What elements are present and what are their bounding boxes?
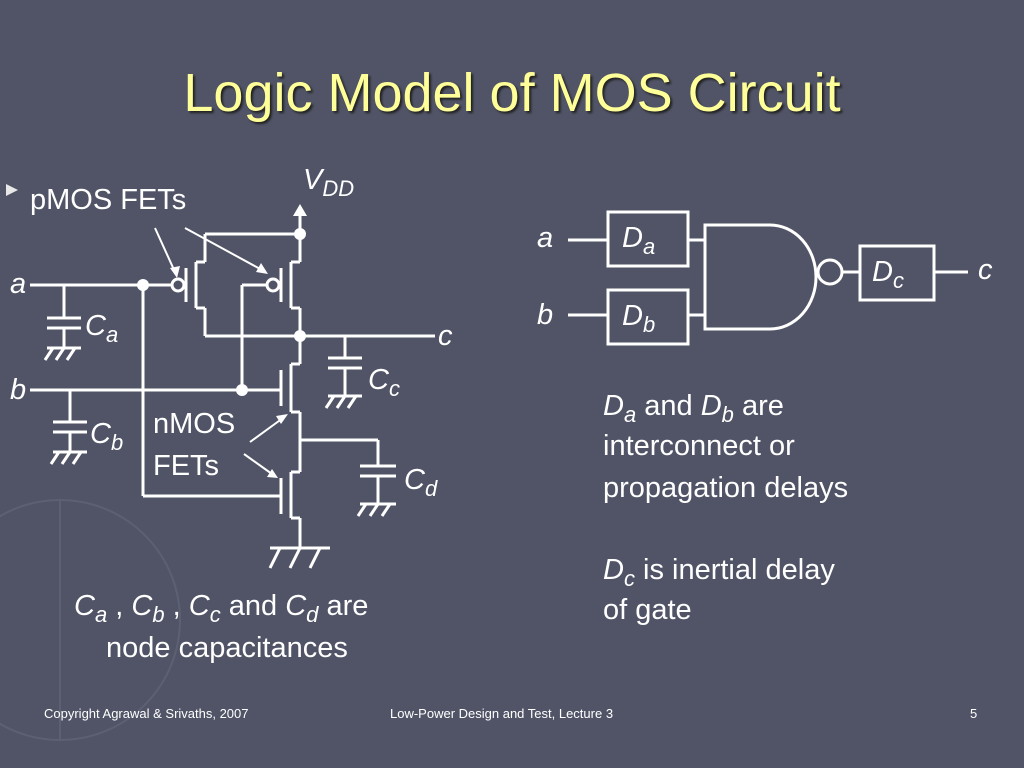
pmos-label: pMOS FETs — [30, 184, 187, 216]
nand-gate-bubble — [816, 258, 844, 286]
gate-delay-model — [568, 210, 968, 346]
cap-c-label: Cc — [368, 364, 400, 401]
cmos-nand-schematic — [30, 204, 435, 569]
gate-output-c-label: c — [978, 254, 993, 286]
caption-left-line2: node capacitances — [106, 632, 348, 664]
delay-a-label: Da — [622, 222, 656, 259]
circuit-input-a-label: a — [10, 268, 27, 300]
page-number: 5 — [970, 706, 978, 721]
caption-right-line3: propagation delays — [603, 472, 849, 504]
circuit-output-c-label: c — [438, 320, 453, 352]
cap-a-label: Ca — [85, 310, 119, 347]
caption-dc-line1: Dc is inertial delay — [603, 554, 835, 591]
caption-right-line1: Da and Db are — [603, 390, 784, 427]
gate-input-b-label: b — [537, 299, 554, 331]
circuit-input-b-label: b — [10, 374, 27, 406]
vdd-label: VDD — [303, 164, 355, 201]
nmos-label-line1: nMOS — [153, 408, 236, 440]
gate-input-a-label: a — [537, 222, 554, 254]
pmos2-bubble — [265, 277, 281, 293]
delay-c-label: Dc — [872, 256, 904, 293]
delay-b-label: Db — [622, 300, 656, 337]
pmos1-bubble — [170, 277, 186, 293]
label-pointers — [154, 227, 288, 478]
bullet-arrow-icon — [6, 184, 18, 196]
nmos-label-line2: FETs — [153, 450, 220, 482]
slide-title: Logic Model of MOS Circuit — [183, 63, 841, 123]
compass-watermark — [0, 499, 181, 741]
footer-copyright: Copyright Agrawal & Srivaths, 2007 — [44, 706, 249, 721]
nand-gate-body — [703, 223, 818, 331]
caption-left-line1: Ca , Cb , Cc and Cd are — [74, 590, 369, 627]
cap-b-label: Cb — [90, 418, 124, 455]
vdd-arrow-icon — [293, 204, 307, 216]
delay-b-box — [606, 288, 690, 346]
caption-dc-line2: of gate — [603, 594, 692, 626]
caption-right-line2: interconnect or — [603, 430, 795, 462]
footer-lecture: Low-Power Design and Test, Lecture 3 — [390, 706, 614, 721]
cap-d-label: Cd — [404, 464, 438, 501]
